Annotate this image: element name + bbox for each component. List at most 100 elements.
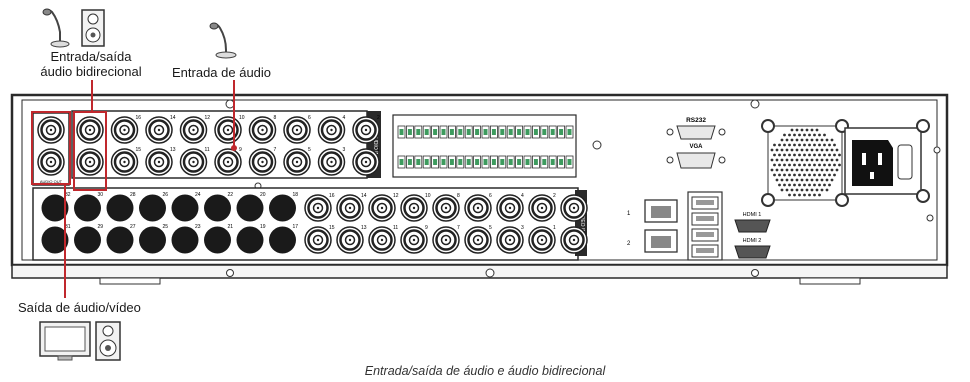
video-in-port[interactable] <box>400 226 428 254</box>
video-in-port-plugged[interactable] <box>204 226 231 254</box>
terminal-pin[interactable] <box>498 125 507 139</box>
terminal-pin[interactable] <box>481 155 490 169</box>
bidir-audio-out-port[interactable] <box>37 116 65 144</box>
audio-in-port[interactable] <box>283 116 311 144</box>
audio-in-port[interactable] <box>317 148 346 176</box>
terminal-pin[interactable] <box>540 125 549 139</box>
terminal-pin[interactable] <box>456 155 465 169</box>
terminal-pin[interactable] <box>431 125 440 139</box>
video-in-port[interactable] <box>496 194 524 222</box>
video-in-port-plugged[interactable] <box>41 226 69 254</box>
video-in-port[interactable] <box>464 226 492 254</box>
terminal-pin[interactable] <box>473 155 482 169</box>
usb-port-3[interactable] <box>691 228 719 242</box>
terminal-pin[interactable] <box>397 155 406 169</box>
video-in-port-plugged[interactable] <box>74 194 101 222</box>
video-in-port-plugged[interactable] <box>269 194 296 222</box>
terminal-pin[interactable] <box>456 125 465 139</box>
terminal-pin[interactable] <box>431 155 440 169</box>
video-in-port-plugged[interactable] <box>106 226 134 254</box>
lan-port-1[interactable] <box>644 199 678 223</box>
video-in-port-plugged[interactable] <box>171 194 199 222</box>
hdmi-port-1[interactable] <box>734 219 771 233</box>
terminal-pin[interactable] <box>414 155 423 169</box>
terminal-pin[interactable] <box>557 155 565 169</box>
terminal-pin[interactable] <box>447 155 456 169</box>
terminal-pin[interactable] <box>540 155 549 169</box>
terminal-pin[interactable] <box>557 125 565 139</box>
video-in-port[interactable] <box>432 226 460 254</box>
video-in-port[interactable] <box>304 226 332 254</box>
terminal-pin[interactable] <box>473 125 482 139</box>
video-in-port[interactable] <box>528 194 556 222</box>
terminal-pin[interactable] <box>447 125 456 139</box>
video-in-port-plugged[interactable] <box>236 194 264 222</box>
terminal-pin[interactable] <box>565 155 574 169</box>
bidir-mic-port[interactable] <box>37 148 65 176</box>
video-in-port-plugged[interactable] <box>204 194 231 222</box>
video-in-port[interactable] <box>528 226 556 254</box>
audio-in-port[interactable] <box>214 116 242 144</box>
terminal-pin[interactable] <box>506 155 515 169</box>
terminal-pin[interactable] <box>498 155 507 169</box>
terminal-pin[interactable] <box>464 155 473 169</box>
audio-in-port[interactable] <box>145 116 173 144</box>
video-in-port-plugged[interactable] <box>74 226 101 254</box>
video-in-port[interactable] <box>368 194 396 222</box>
terminal-pin[interactable] <box>405 125 414 139</box>
video-in-port-plugged[interactable] <box>139 226 166 254</box>
video-in-port[interactable] <box>560 194 588 222</box>
audio-in-port[interactable] <box>179 148 208 176</box>
terminal-pin[interactable] <box>439 155 448 169</box>
audio-in-port[interactable] <box>352 116 380 144</box>
audio-in-port[interactable] <box>317 116 346 144</box>
audio-in-port[interactable] <box>76 148 104 176</box>
video-in-port[interactable] <box>336 194 364 222</box>
video-in-port[interactable] <box>400 194 428 222</box>
audio-in-port[interactable] <box>179 116 208 144</box>
video-in-port-plugged[interactable] <box>236 226 264 254</box>
terminal-pin[interactable] <box>548 125 557 139</box>
lan-port-2[interactable] <box>644 229 678 253</box>
terminal-pin[interactable] <box>532 155 540 169</box>
video-in-port[interactable] <box>496 226 524 254</box>
power-switch[interactable] <box>897 144 913 180</box>
terminal-pin[interactable] <box>422 155 431 169</box>
audio-in-port[interactable] <box>110 116 139 144</box>
video-in-port-plugged[interactable] <box>269 226 296 254</box>
audio-in-port[interactable] <box>145 148 173 176</box>
terminal-pin[interactable] <box>405 155 414 169</box>
video-in-port-plugged[interactable] <box>41 194 69 222</box>
terminal-pin[interactable] <box>422 125 431 139</box>
audio-in-port[interactable] <box>283 148 311 176</box>
audio-in-port[interactable] <box>248 148 277 176</box>
video-in-port-plugged[interactable] <box>139 194 166 222</box>
video-in-port[interactable] <box>336 226 364 254</box>
terminal-pin[interactable] <box>565 125 574 139</box>
terminal-pin[interactable] <box>481 125 490 139</box>
terminal-pin[interactable] <box>464 125 473 139</box>
terminal-pin[interactable] <box>515 125 523 139</box>
terminal-pin[interactable] <box>506 125 515 139</box>
usb-port-2[interactable] <box>691 212 719 226</box>
hdmi-port-2[interactable] <box>734 245 771 259</box>
terminal-pin[interactable] <box>397 125 406 139</box>
terminal-pin[interactable] <box>523 125 532 139</box>
video-in-port-plugged[interactable] <box>106 194 134 222</box>
audio-in-port[interactable] <box>248 116 277 144</box>
terminal-pin[interactable] <box>414 125 423 139</box>
rs232-port[interactable] <box>666 125 726 140</box>
audio-in-port[interactable] <box>214 148 242 176</box>
usb-port-1[interactable] <box>691 196 719 210</box>
terminal-pin[interactable] <box>532 125 540 139</box>
video-in-port-plugged[interactable] <box>171 226 199 254</box>
esata-port[interactable] <box>691 244 719 258</box>
video-in-port[interactable] <box>464 194 492 222</box>
terminal-pin[interactable] <box>489 155 498 169</box>
audio-in-port[interactable] <box>110 148 139 176</box>
power-socket[interactable] <box>852 140 893 186</box>
video-in-port[interactable] <box>368 226 396 254</box>
terminal-pin[interactable] <box>548 155 557 169</box>
terminal-pin[interactable] <box>489 125 498 139</box>
audio-in-port[interactable] <box>352 148 380 176</box>
